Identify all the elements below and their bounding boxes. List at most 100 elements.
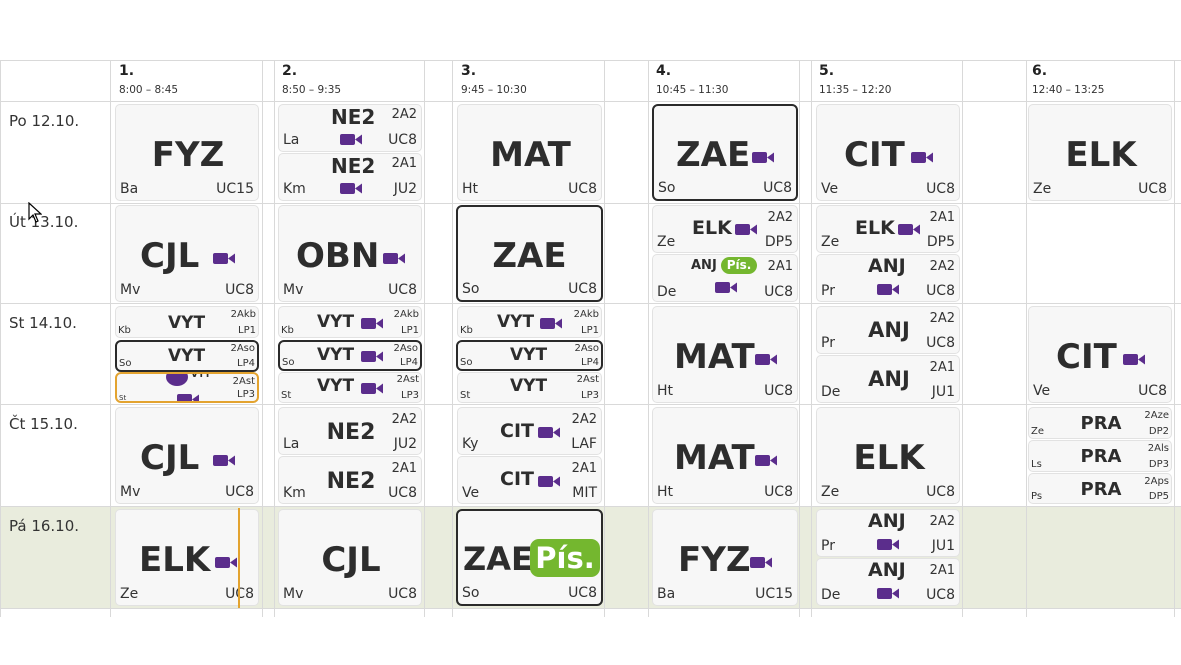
lesson-card[interactable]: FYZ Ba UC15: [652, 509, 798, 606]
lesson-card[interactable]: CJL Mv UC8: [115, 407, 259, 504]
video-camera-icon: [735, 223, 757, 236]
lesson-subject: ANJ: [868, 318, 910, 342]
lesson-card[interactable]: CIT Ve UC8: [816, 104, 960, 201]
lesson-room: LAF: [571, 436, 597, 452]
period-time: 12:40 – 13:25: [1032, 84, 1105, 96]
written-test-badge: Pís.: [530, 539, 600, 577]
lesson-teacher: Mv: [283, 586, 304, 602]
lesson-card-selected[interactable]: ZAE So UC8: [456, 205, 603, 302]
lesson-card[interactable]: CJL Mv UC8: [278, 509, 422, 606]
lesson-teacher: Ht: [657, 484, 674, 500]
lesson-card[interactable]: VYT Kb 2Akb LP1: [278, 306, 422, 338]
lesson-group: 2Aso: [393, 343, 418, 354]
video-camera-icon: [750, 556, 772, 569]
lesson-group: 2A1: [391, 156, 417, 171]
lesson-card[interactable]: PRA Ls 2Als DP3: [1028, 440, 1172, 472]
lesson-card[interactable]: ANJ Pr 2A2 UC8: [816, 306, 960, 354]
lesson-room: UC8: [388, 282, 417, 298]
lesson-card[interactable]: MAT Ht UC8: [457, 104, 602, 201]
video-camera-icon: [898, 223, 920, 236]
lesson-room: UC15: [755, 586, 793, 602]
lesson-card[interactable]: PRA Ps 2Aps DP5: [1028, 473, 1172, 504]
lesson-card[interactable]: CJL Mv UC8: [115, 205, 259, 302]
lesson-group: 2Ast: [396, 374, 419, 385]
lesson-subject: VYT: [510, 376, 548, 396]
lesson-card[interactable]: ANJ De 2A1 JU1: [816, 355, 960, 403]
lesson-card-selected[interactable]: VYT So 2Aso LP4: [115, 340, 259, 372]
lesson-card-overlapped[interactable]: VYT St 2Ast LP3: [115, 372, 259, 403]
lesson-card[interactable]: NE2 La 2A2 JU2: [278, 407, 422, 455]
lesson-card[interactable]: ELK Ze 2A1 DP5: [816, 205, 960, 253]
timetable-grid: 1. 8:00 – 8:45 2. 8:50 – 9:35 3. 9:45 – …: [0, 60, 1181, 617]
lesson-teacher: Ba: [657, 586, 676, 602]
lesson-teacher: Ze: [1031, 426, 1045, 437]
lesson-card[interactable]: ELK Ze UC8: [816, 407, 960, 504]
lesson-card[interactable]: PRA Ze 2Aze DP2: [1028, 407, 1172, 439]
lesson-card[interactable]: ANJ De 2A1 UC8: [816, 558, 960, 606]
lesson-card[interactable]: ELK Ze 2A2 DP5: [652, 205, 798, 253]
lesson-card[interactable]: FYZ Ba UC15: [115, 104, 259, 201]
mouse-pointer-icon: [28, 201, 43, 228]
lesson-subject: ELK: [1065, 135, 1137, 175]
lesson-teacher: Ba: [120, 181, 139, 197]
lesson-card[interactable]: ELK Ze UC8: [115, 509, 259, 606]
video-camera-icon: [877, 538, 899, 551]
lesson-card[interactable]: VYT Kb 2Akb LP1: [457, 306, 602, 338]
written-test-badge: Pís.: [721, 257, 757, 274]
lesson-card[interactable]: ANJ Pís. De 2A1 UC8: [652, 254, 798, 302]
lesson-subject: ANJ: [868, 367, 910, 391]
lesson-card-selected[interactable]: VYT So 2Aso LP4: [278, 340, 422, 371]
lesson-card[interactable]: ELK Ze UC8: [1028, 104, 1172, 201]
lesson-card[interactable]: NE2 La 2A2 UC8: [278, 104, 422, 152]
lesson-subject: CJL: [321, 540, 381, 580]
lesson-subject: PRA: [1080, 479, 1122, 500]
lesson-room: JU2: [393, 436, 417, 452]
lesson-group: 2Aso: [574, 343, 599, 354]
lesson-subject: NE2: [331, 105, 376, 129]
lesson-card[interactable]: CIT Ve 2A1 MIT: [457, 456, 602, 504]
lesson-group: 2A1: [391, 461, 417, 476]
lesson-card[interactable]: ANJ Pr 2A2 UC8: [816, 254, 960, 302]
lesson-room: UC8: [388, 586, 417, 602]
lesson-subject: NE2: [326, 420, 376, 445]
video-camera-icon: [755, 454, 777, 467]
lesson-card[interactable]: CIT Ve UC8: [1028, 306, 1172, 403]
current-time-indicator: [238, 508, 240, 608]
period-number: 4.: [656, 63, 672, 79]
lesson-card[interactable]: VYT Kb 2Akb LP1: [115, 306, 259, 338]
lesson-card-selected[interactable]: ZAE So UC8: [652, 104, 798, 201]
lesson-card-selected[interactable]: ZAE Pís. So UC8: [456, 509, 603, 606]
lesson-card[interactable]: MAT Ht UC8: [652, 306, 798, 403]
lesson-room: UC8: [926, 484, 955, 500]
video-camera-icon: [911, 151, 933, 164]
day-label: Čt 15.10.: [9, 415, 78, 433]
lesson-subject: VYT: [191, 372, 211, 380]
lesson-teacher: Mv: [120, 282, 141, 298]
lesson-card[interactable]: NE2 Km 2A1 UC8: [278, 456, 422, 504]
lesson-card-selected[interactable]: VYT So 2Aso LP4: [456, 340, 603, 371]
lesson-room: LP4: [581, 357, 599, 368]
day-label: Út 13.10.: [9, 213, 79, 231]
lesson-group: 2Akb: [230, 309, 256, 320]
lesson-teacher: So: [460, 357, 473, 368]
lesson-subject: VYT: [497, 312, 535, 332]
lesson-subject: VYT: [510, 345, 548, 365]
lesson-room: UC8: [926, 335, 955, 351]
lesson-card[interactable]: OBN Mv UC8: [278, 205, 422, 302]
lesson-subject: NE2: [326, 469, 376, 494]
lesson-card[interactable]: ANJ Pr 2A2 JU1: [816, 509, 960, 557]
lesson-card[interactable]: VYT St 2Ast LP3: [457, 372, 602, 403]
video-camera-icon: [538, 475, 560, 488]
lesson-subject: ZAE: [492, 236, 567, 276]
lesson-card[interactable]: MAT Ht UC8: [652, 407, 798, 504]
lesson-teacher: Ze: [821, 484, 840, 500]
lesson-card[interactable]: NE2 Km 2A1 JU2: [278, 153, 422, 201]
lesson-teacher: La: [283, 132, 300, 148]
lesson-group: 2A2: [571, 412, 597, 427]
period-time: 11:35 – 12:20: [819, 84, 892, 96]
lesson-card[interactable]: VYT St 2Ast LP3: [278, 372, 422, 403]
lesson-room: UC8: [225, 282, 254, 298]
lesson-subject: CIT: [500, 420, 534, 442]
lesson-card[interactable]: CIT Ky 2A2 LAF: [457, 407, 602, 455]
lesson-room: UC8: [388, 132, 417, 148]
